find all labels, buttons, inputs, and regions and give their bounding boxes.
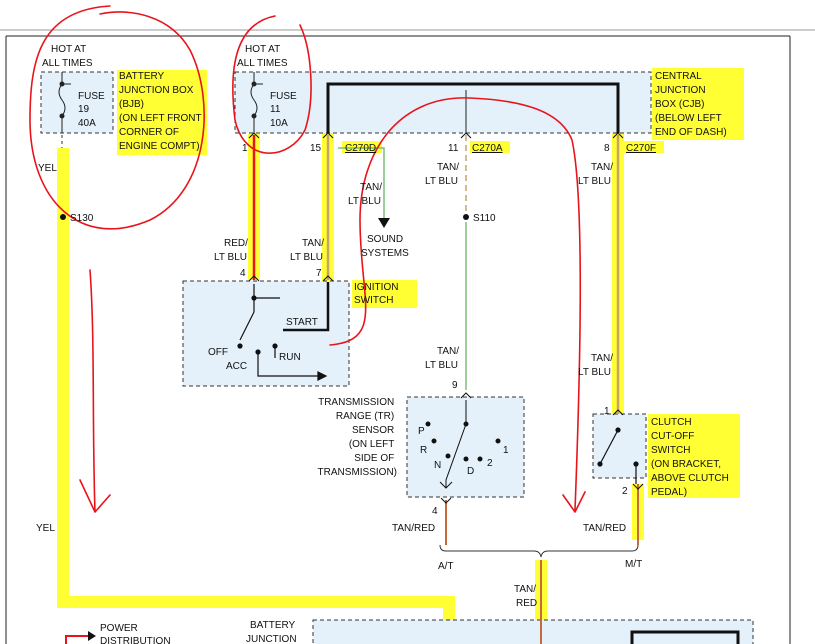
pin-15-label: 15	[310, 143, 322, 154]
cjb-box	[234, 71, 652, 134]
ignition-switch-label: IGNITION SWITCH	[354, 282, 401, 306]
gear-d-label: D	[467, 466, 474, 477]
sound-systems-label: SOUND SYSTEMS	[361, 234, 409, 259]
tan-lt-blu-sound-label: TAN/ LT BLU	[348, 182, 385, 207]
ignition-switch-box	[182, 280, 350, 387]
tan-lt-blu-tr-label: TAN/ LT BLU	[425, 346, 462, 371]
tan-lt-blu-mid-label: TAN/ LT BLU	[425, 162, 462, 187]
clutch-switch-label: CLUTCH CUT-OFF SWITCH (ON BRACKET, ABOVE…	[651, 417, 732, 498]
power-distribution-arrow-icon	[65, 631, 96, 644]
fuse-19-label: FUSE 19 40A	[78, 91, 107, 129]
wires	[61, 135, 639, 644]
clutch-switch-contacts	[597, 427, 639, 484]
cjb-bus	[326, 82, 620, 133]
tan-red-bottom-label: TAN/ RED	[514, 584, 539, 609]
ignition-pin-4-label: 4	[240, 268, 246, 279]
mt-label: M/T	[625, 559, 642, 570]
start-position-label: START	[286, 317, 318, 328]
tan-red-left-label: TAN/RED	[392, 523, 435, 534]
c270f-label: C270F	[626, 143, 656, 154]
splice-s110-icon	[463, 214, 469, 220]
battery-junction-box-label: BATTERY JUNCTION BOX (BJB) (ON LEFT FRON…	[119, 71, 204, 152]
red-annotations	[29, 5, 586, 513]
tan-lt-blu-clutch-label: TAN/ LT BLU	[578, 353, 616, 378]
connector-markers	[248, 132, 644, 504]
tr-pin-4-label: 4	[432, 506, 438, 517]
ignition-switch-contacts	[237, 282, 330, 381]
fuse-11-label: FUSE 11 10A	[270, 91, 299, 129]
highlighted-wires	[57, 78, 644, 644]
at-label: A/T	[438, 561, 454, 572]
tan-red-right-label: TAN/RED	[583, 523, 626, 534]
power-distribution-label: POWER DISTRIBUTION	[100, 623, 171, 644]
pin-8-label: 8	[604, 143, 610, 154]
red-lt-blu-label: RED/ LT BLU	[214, 238, 251, 263]
tr-sensor-contacts	[425, 400, 501, 489]
tan-lt-blu-pin7-label: TAN/ LT BLU	[290, 238, 327, 263]
c270d-label: C270D	[345, 143, 376, 154]
clutch-switch-box	[592, 413, 647, 479]
run-position-label: RUN	[279, 352, 301, 363]
c270a-label: C270A	[472, 143, 503, 154]
s130-label: S130	[70, 213, 94, 224]
pin-1-label: 1	[242, 143, 248, 154]
sound-systems-arrow-icon	[378, 218, 390, 228]
yel-top-label: YEL	[38, 163, 57, 174]
ignition-pin-7-label: 7	[316, 268, 322, 279]
bottom-component-block	[630, 630, 740, 644]
gear-n-label: N	[434, 460, 441, 471]
gear-r-label: R	[420, 445, 427, 456]
tr-pin-9-label: 9	[452, 380, 458, 391]
gear-2-label: 2	[487, 458, 493, 469]
yel-bottom-label: YEL	[36, 523, 55, 534]
clutch-pin-2-label: 2	[622, 486, 628, 497]
fuse-19-icon	[58, 72, 71, 133]
gear-1-label: 1	[503, 445, 509, 456]
fuse-11-icon	[250, 72, 263, 133]
clutch-pin-1-label: 1	[604, 406, 610, 417]
off-position-label: OFF	[208, 347, 228, 358]
central-junction-box-label: CENTRAL JUNCTION BOX (CJB) (BELOW LEFT E…	[655, 71, 727, 138]
tr-sensor-label: TRANSMISSION RANGE (TR) SENSOR (ON LEFT …	[318, 397, 397, 478]
battery-junction-bottom-label: BATTERY JUNCTION	[246, 620, 298, 644]
gear-p-label: P	[418, 426, 425, 437]
tan-lt-blu-right-label: TAN/ LT BLU	[578, 162, 616, 187]
pin-11-label: 11	[448, 143, 459, 154]
splice-s130-icon	[60, 214, 66, 220]
acc-position-label: ACC	[226, 361, 247, 372]
text-highlights	[76, 68, 744, 498]
s110-label: S110	[473, 213, 496, 224]
bjb-box	[40, 71, 114, 134]
page-frame	[0, 29, 815, 644]
